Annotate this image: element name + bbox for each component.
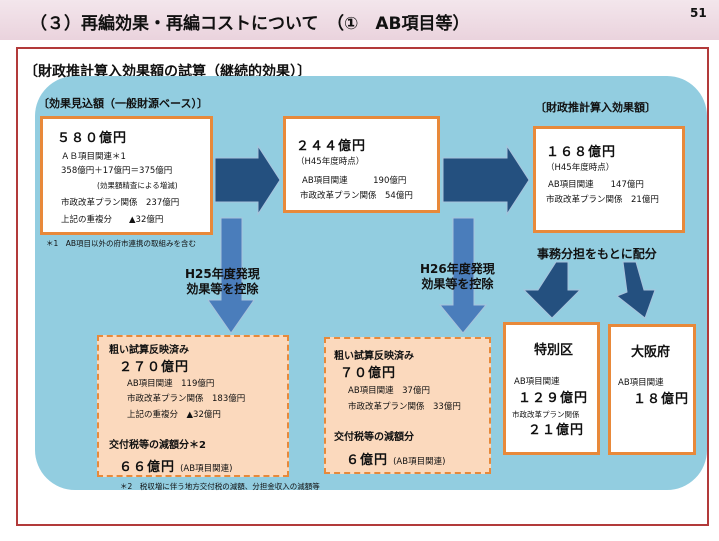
effect-244-box: ２４４億円 （H45年度時点） AB項目関連 190億円 市政改革プラン関係 5… <box>283 116 440 213</box>
effect-580-box: ５８０億円 ＡＢ項目関連＊1 358億円＋17億円＝375億円 (効果額精査によ… <box>40 116 213 235</box>
effect-244-ab-item: AB項目関連 190億円 <box>302 176 407 186</box>
effect-244-plan: 市政改革プラン関係 54億円 <box>300 191 413 201</box>
effect-580-formula: 358億円＋17億円＝375億円 <box>61 166 173 176</box>
h26-control-line2: 効果等を控除 <box>421 277 494 291</box>
rough-estimate-h26-box: 粗い試算反映済み ７０億円 AB項目関連 37億円 市政改革プラン関係 33億円… <box>324 337 491 474</box>
distribution-label: 事務分担をもとに配分 <box>537 247 657 261</box>
rough-h26-ab-item: AB項目関連 37億円 <box>348 386 430 396</box>
right-arrow-1 <box>214 144 281 216</box>
effect-580-plan: 市政改革プラン関係 237億円 <box>61 198 180 208</box>
rough-h25-overlap: 上記の重複分 ▲32億円 <box>127 410 221 420</box>
rough-h26-heading: 粗い試算反映済み <box>334 351 414 362</box>
rough-h26-total: ７０億円 <box>340 366 397 381</box>
rough-h25-tax-amount: ６６億円 <box>119 460 176 475</box>
rough-h26-plan: 市政改革プラン関係 33億円 <box>348 402 461 412</box>
rough-estimate-h25-box: 粗い試算反映済み ２７０億円 AB項目関連 119億円 市政改革プラン関係 18… <box>97 335 289 477</box>
effect-580-ab-item: ＡＢ項目関連＊1 <box>61 152 126 162</box>
rough-h25-total: ２７０億円 <box>119 360 190 375</box>
special-ward-ab-amount: １２９億円 <box>518 391 589 406</box>
h25-control-line2: 効果等を控除 <box>186 282 259 296</box>
effect-168-ab-item: AB項目関連 147億円 <box>548 180 644 190</box>
effect-168-total: １６８億円 <box>546 145 617 160</box>
h26-control-label: H26年度発現 効果等を控除 <box>420 262 495 292</box>
rough-h25-ab-item: AB項目関連 119億円 <box>127 379 215 389</box>
effect-168-plan: 市政改革プラン関係 21億円 <box>546 195 659 205</box>
footnote-2: ＊2 税収増に伴う地方交付税の減額、分担金収入の減額等 <box>120 482 320 491</box>
effect-580-formula-note: (効果額精査による増減) <box>97 181 178 190</box>
effect-244-timing: （H45年度時点） <box>296 157 365 167</box>
effect-168-box: １６８億円 （H45年度時点） AB項目関連 147億円 市政改革プラン関係 2… <box>533 126 685 233</box>
h25-control-line1: H25年度発現 <box>185 267 260 281</box>
page-number: 51 <box>690 6 707 20</box>
down-arrow-special-ward <box>522 261 582 319</box>
rough-h25-tax-heading: 交付税等の減額分＊2 <box>109 440 206 451</box>
osaka-pref-title: 大阪府 <box>631 345 671 360</box>
rough-h26-tax-note: (AB項目関連) <box>393 457 446 467</box>
header-bar <box>0 0 719 40</box>
effect-580-overlap: 上記の重複分 ▲32億円 <box>61 215 164 225</box>
content-frame <box>16 47 709 526</box>
down-arrow-h25 <box>207 217 255 334</box>
special-ward-title: 特別区 <box>534 343 574 358</box>
osaka-pref-ab-amount: １８億円 <box>633 392 690 407</box>
down-arrow-h26 <box>438 217 488 334</box>
rough-h25-plan: 市政改革プラン関係 183億円 <box>127 394 246 404</box>
rough-h25-heading: 粗い試算反映済み <box>109 345 189 356</box>
special-ward-plan: 市政改革プラン関係 <box>512 410 580 419</box>
effect-580-total: ５８０億円 <box>57 131 128 146</box>
rough-h26-tax-amount: ６億円 <box>346 453 389 468</box>
h25-control-label: H25年度発現 効果等を控除 <box>185 267 260 297</box>
special-ward-plan-amount: ２１億円 <box>528 423 585 438</box>
h26-control-line1: H26年度発現 <box>420 262 495 276</box>
effect-estimate-label: 〔効果見込額（一般財源ベース）〕 <box>38 97 208 110</box>
down-arrow-osaka-pref <box>616 261 656 319</box>
osaka-pref-ab-item: AB項目関連 <box>618 378 664 388</box>
osaka-pref-box: 大阪府 AB項目関連 １８億円 <box>608 324 696 455</box>
rough-h25-tax: ６６億円 (AB項目関連) <box>119 456 232 476</box>
rough-h26-tax: ６億円 (AB項目関連) <box>346 449 445 469</box>
effect-244-total: ２４４億円 <box>296 139 367 154</box>
page-title: （３）再編効果・再編コストについて （① AB項目等） <box>30 14 470 34</box>
effect-168-timing: （H45年度時点） <box>546 163 615 173</box>
special-ward-box: 特別区 AB項目関連 １２９億円 市政改革プラン関係 ２１億円 <box>503 322 600 455</box>
special-ward-ab-item: AB項目関連 <box>514 377 560 387</box>
rough-h26-tax-heading: 交付税等の減額分 <box>334 432 414 443</box>
fiscal-projection-label: 〔財政推計算入効果額〕 <box>535 101 656 114</box>
right-arrow-2 <box>442 144 530 216</box>
rough-h25-tax-note: (AB項目関連) <box>180 464 233 474</box>
footnote-1: ＊1 AB項目以外の府市連携の取組みを含む <box>46 239 197 248</box>
